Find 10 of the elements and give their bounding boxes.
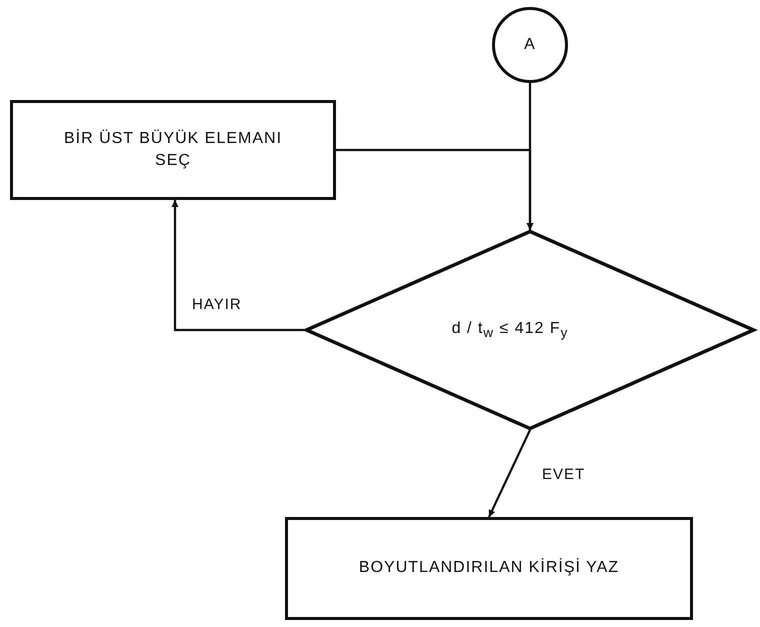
condition-text: d / t$_{w}$ ≤ 412 F$_{y}$ [452, 318, 568, 342]
process-box [10, 100, 336, 200]
arrow [488, 430, 531, 518]
arrow [172, 200, 305, 332]
decision-diamond [305, 230, 755, 430]
process-box [285, 517, 693, 620]
arrow [336, 148, 534, 230]
node-label: A [524, 34, 536, 55]
node-label: BOYUTLANDIRILAN KİRİŞİ YAZ [358, 557, 620, 578]
node-label: BİR ÜST BÜYÜK ELEMANI SEÇ [62, 128, 284, 171]
